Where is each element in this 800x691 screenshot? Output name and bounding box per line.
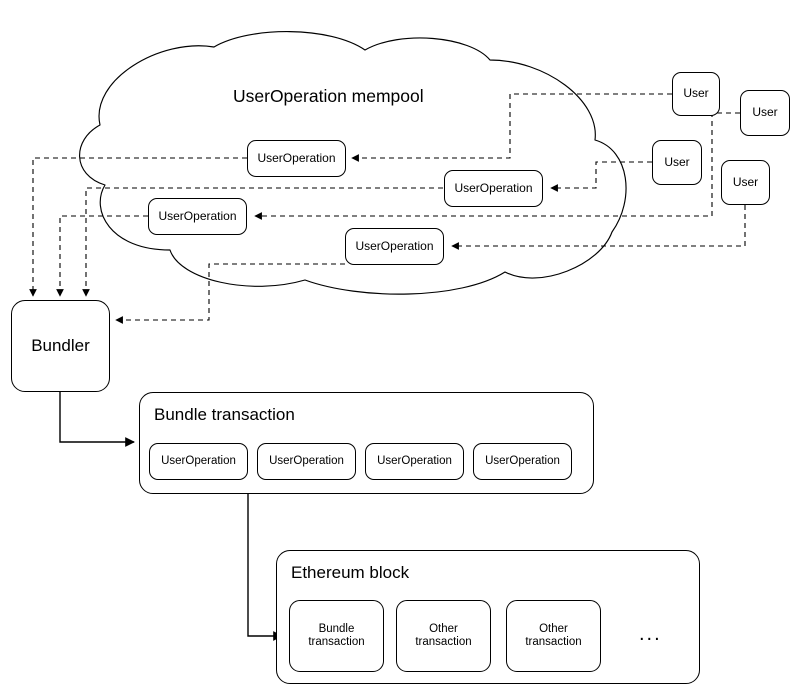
user-node-1-label: User [683, 86, 709, 101]
bundle-userop-3-box-label: UserOperation [377, 454, 452, 467]
mempool-userop-2[interactable]: UserOperation [444, 170, 543, 207]
mempool-title: UserOperation mempool [233, 86, 424, 106]
block-tx-other-2[interactable]: Other transaction [506, 600, 601, 672]
wire-user4-to-userop4 [451, 205, 746, 250]
bundle-userop-4-box-label: UserOperation [485, 454, 560, 467]
block-tx-other-1-line2: transaction [415, 636, 472, 648]
mempool-userop-3-label: UserOperation [158, 208, 237, 223]
block-tx-bundle-line2: transaction [308, 636, 365, 648]
block-tx-other-2-line1: Other [539, 622, 568, 635]
user-node-2[interactable]: User [740, 90, 790, 136]
block-tx-bundle[interactable]: Bundle transaction [289, 600, 384, 672]
wire-userop4-to-bundler [115, 263, 345, 324]
ethereum-block-title: Ethereum block [291, 563, 410, 582]
mempool-userop-3[interactable]: UserOperation [148, 198, 247, 235]
block-tx-other-1[interactable]: Other transaction [396, 600, 491, 672]
bundler-node[interactable]: Bundler [11, 300, 110, 392]
mempool-userop-1[interactable]: UserOperation [247, 140, 346, 177]
bundle-userop-1-box[interactable]: UserOperation [149, 443, 248, 480]
bundler-label: Bundler [31, 336, 90, 356]
user-node-3-label: User [664, 154, 690, 169]
user-node-2-label: User [752, 105, 778, 120]
wire-user3-to-userop2 [550, 161, 652, 192]
block-tx-other-1-line1: Other [429, 622, 458, 635]
wire-userop3-to-bundler [56, 215, 148, 297]
block-tx-ellipsis: ... [639, 623, 662, 645]
bundle-userop-4-box[interactable]: UserOperation [473, 443, 572, 480]
bundle-transaction-title: Bundle transaction [154, 405, 295, 424]
bundle-userop-2-box-label: UserOperation [269, 454, 344, 467]
block-tx-bundle-line1: Bundle [318, 622, 355, 635]
block-tx-other-2-line2: transaction [525, 636, 582, 648]
user-node-3[interactable]: User [652, 140, 702, 185]
bundle-userop-3-box[interactable]: UserOperation [365, 443, 464, 480]
mempool-userop-2-label: UserOperation [454, 180, 533, 195]
bundle-userop-2-box[interactable]: UserOperation [257, 443, 356, 480]
mempool-userop-4[interactable]: UserOperation [345, 228, 444, 265]
wire-bundler-to-bundle-transaction [59, 392, 135, 447]
user-node-4[interactable]: User [721, 160, 770, 205]
mempool-userop-4-label: UserOperation [355, 238, 434, 253]
bundle-userop-1-box-label: UserOperation [161, 454, 236, 467]
user-node-1[interactable]: User [672, 72, 720, 116]
mempool-userop-1-label: UserOperation [257, 150, 336, 165]
user-node-4-label: User [732, 174, 759, 189]
